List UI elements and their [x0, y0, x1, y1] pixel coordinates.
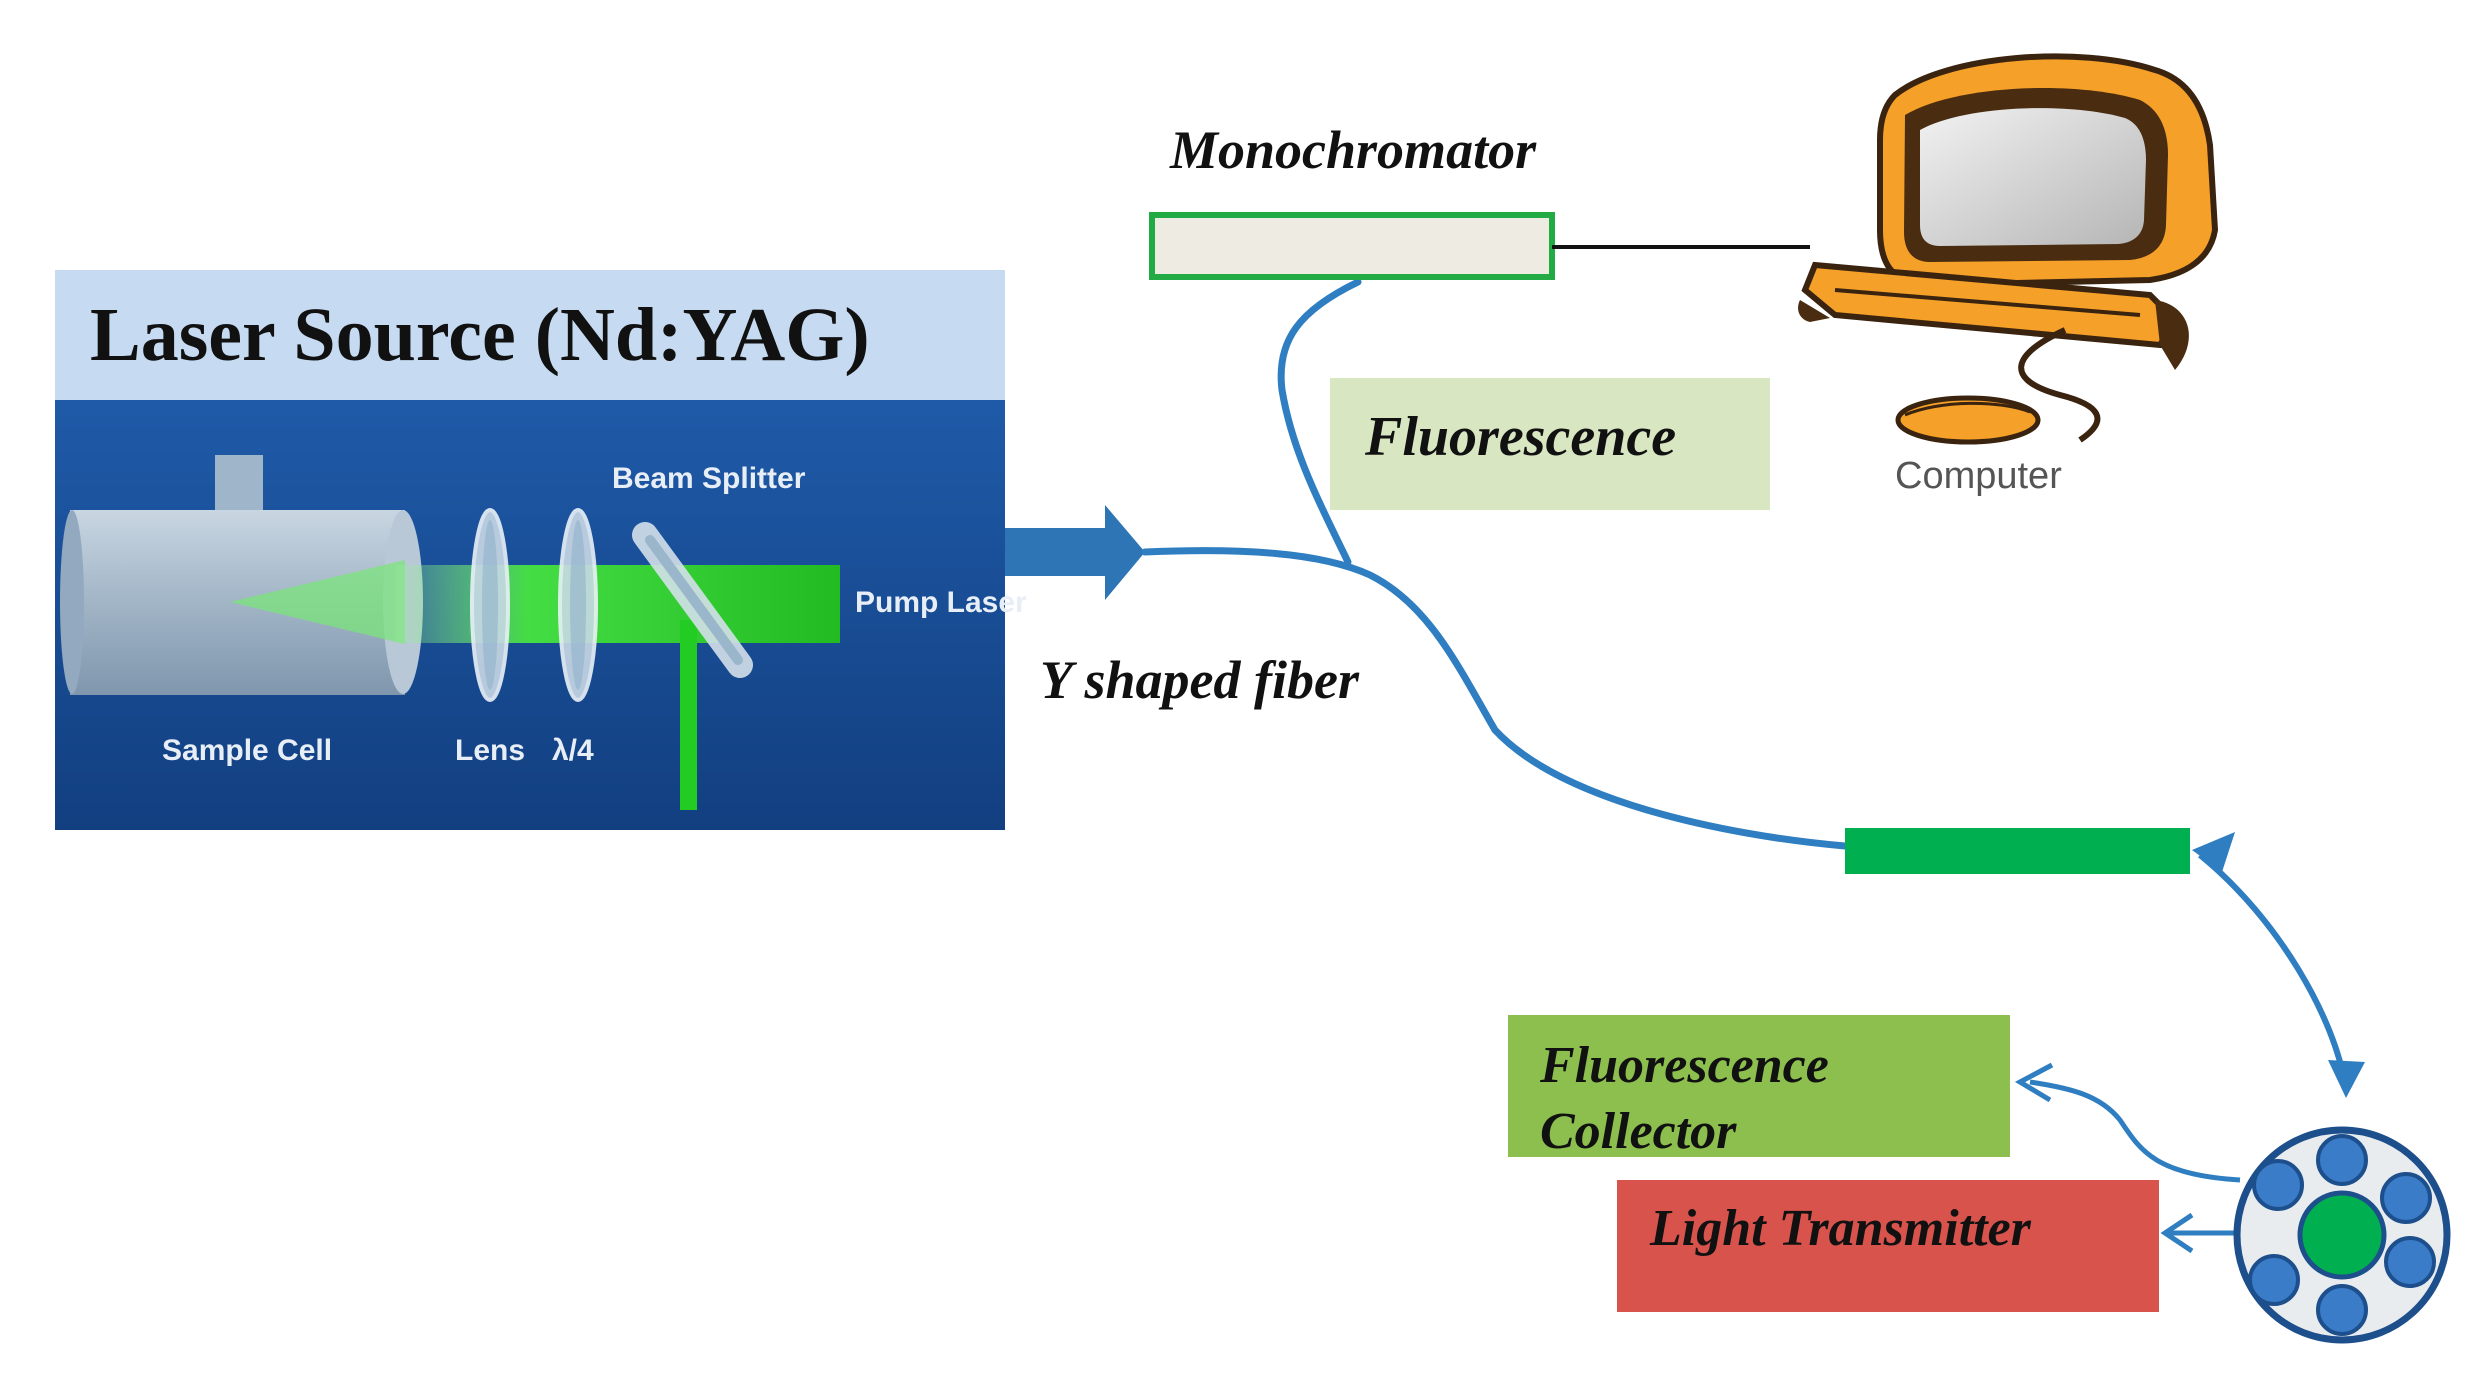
lens-label: Lens [455, 734, 525, 767]
fluorescence-collector-label-line1: Fluorescence [1539, 1037, 1829, 1094]
transmitter-arrow [2160, 1212, 2235, 1254]
beam-splitter-icon [632, 522, 753, 678]
fluorescence-collector-label-line2: Collector [1540, 1103, 1737, 1160]
computer-icon [1798, 53, 2219, 445]
fluorescence-box [1330, 378, 1770, 510]
monochromator-label: Monochromator [1169, 120, 1537, 180]
fluorescence-label: Fluorescence [1364, 406, 1676, 468]
laser-source-header [55, 270, 1005, 400]
probe-link-arrow [2192, 832, 2365, 1098]
laser-output-arrow [1005, 505, 1145, 600]
fiber-connector [1845, 828, 2190, 874]
fiber-bundle-icon [2233, 1126, 2451, 1344]
y-shaped-fiber-label: Y shaped fiber [1040, 650, 1360, 710]
laser-source-panel: Laser Source (Nd:YAG) Beam Splitter Pu [55, 270, 1027, 830]
quarter-wave-plate-icon [558, 508, 598, 702]
fiber-trunk [1141, 547, 1849, 850]
quarter-wave-label: λ/4 [552, 734, 594, 767]
lens-icon [470, 508, 510, 702]
sample-cell-label: Sample Cell [162, 734, 332, 767]
y-shaped-fiber [1141, 278, 1849, 850]
reflected-beam [680, 620, 697, 810]
computer-label: Computer [1895, 455, 2062, 497]
fluorescence-collector-box [1508, 1015, 2010, 1157]
beam-splitter-label: Beam Splitter [612, 462, 806, 495]
probe-core [2297, 1190, 2387, 1280]
pump-beam [395, 565, 840, 643]
light-transmitter-box [1617, 1180, 2159, 1312]
fiber-branch-to-monochromator [1277, 278, 1362, 566]
pump-laser-label: Pump Laser [855, 586, 1027, 619]
monochromator-box [1149, 212, 1555, 280]
light-transmitter-label: Light Transmitter [1649, 1200, 2032, 1257]
laser-source-title: Laser Source (Nd:YAG) [90, 293, 870, 377]
collector-arrow [2014, 1062, 2241, 1183]
laser-cone [230, 560, 405, 644]
